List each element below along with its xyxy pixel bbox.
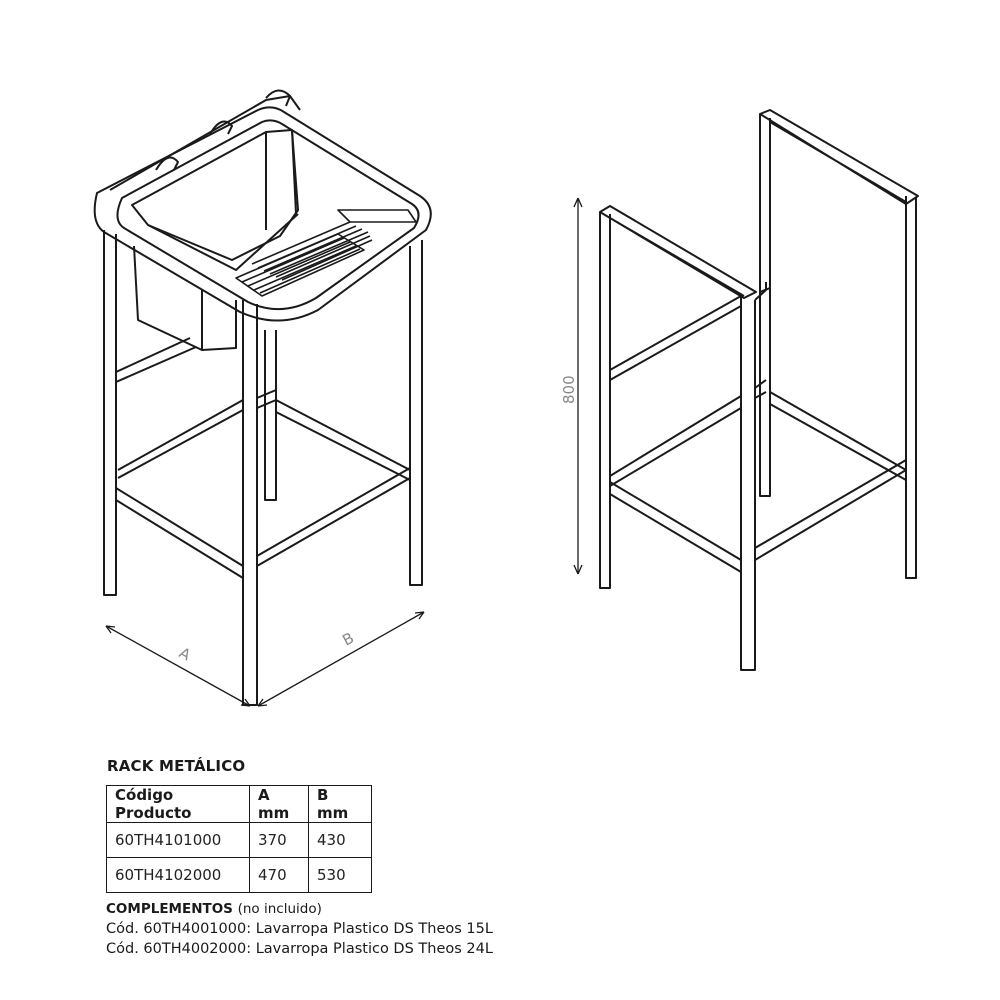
frame-top-back xyxy=(759,109,919,205)
table-row: 60TH4102000 470 530 xyxy=(106,857,372,893)
dimension-b xyxy=(257,611,425,707)
basin-rim-inner xyxy=(116,119,420,311)
rack-with-washtub xyxy=(93,89,432,706)
complement-item: Cód. 60TH4001000: Lavarropa Plastico DS … xyxy=(106,921,493,937)
header-codigo: Código Producto xyxy=(106,785,250,823)
leg-right xyxy=(409,240,423,586)
cell-a-mm: 470 xyxy=(249,857,309,893)
frame-top-front xyxy=(599,205,757,299)
leg-front xyxy=(242,300,258,706)
frame-mid-right xyxy=(754,379,767,399)
header-a-mm: A mm xyxy=(249,785,309,823)
cell-b-mm: 430 xyxy=(308,822,372,858)
rail-mid-left xyxy=(115,337,197,383)
leg-back xyxy=(264,330,277,501)
dimension-height-label: 800 xyxy=(560,375,578,404)
frame-upright-front-right xyxy=(740,296,756,671)
complements-section: COMPLEMENTOS (no incluido) Cód. 60TH4001… xyxy=(106,899,493,959)
rail-low-back xyxy=(275,399,411,481)
rail-low-left xyxy=(115,487,244,579)
rack-frame xyxy=(599,109,919,671)
rim-hook-1 xyxy=(155,156,179,171)
table-header-row: Código Producto A mm B mm xyxy=(106,785,372,823)
frame-upright-back-left xyxy=(759,114,771,497)
dimension-height xyxy=(573,197,583,575)
frame-upright-front-left xyxy=(599,212,611,589)
basin-rim-outer xyxy=(93,106,432,322)
cell-codigo: 60TH4101000 xyxy=(106,822,250,858)
cell-a-mm: 370 xyxy=(249,822,309,858)
rail-mid-back xyxy=(256,389,277,409)
dimension-a xyxy=(105,625,251,707)
technical-drawing: A B 800 xyxy=(93,89,919,707)
frame-upright-back-right xyxy=(905,196,917,579)
section-title: RACK METÁLICO xyxy=(107,757,246,775)
frame-mid-left xyxy=(609,295,742,381)
frame-low-front xyxy=(609,481,742,573)
frame-low-back xyxy=(769,391,907,481)
washboard xyxy=(235,209,417,297)
complements-title: COMPLEMENTOS (no incluido) xyxy=(106,899,493,919)
complement-item: Cód. 60TH4002000: Lavarropa Plastico DS … xyxy=(106,941,493,957)
leg-left xyxy=(103,230,117,596)
rail-mid-front xyxy=(117,399,244,479)
header-b-mm: B mm xyxy=(308,785,372,823)
frame-low-left xyxy=(609,395,742,487)
complements-heading: COMPLEMENTOS xyxy=(106,901,233,917)
complements-note: (no incluido) xyxy=(237,901,322,917)
frame-low-right xyxy=(754,459,907,561)
dimension-a-label: A xyxy=(176,644,194,665)
cell-b-mm: 530 xyxy=(308,857,372,893)
cell-codigo: 60TH4102000 xyxy=(106,857,250,893)
dimension-b-label: B xyxy=(339,629,357,650)
basin-wall xyxy=(131,129,299,261)
rail-low-right xyxy=(256,467,411,567)
spec-table: Código Producto A mm B mm 60TH4101000 37… xyxy=(106,785,372,893)
table-row: 60TH4101000 370 430 xyxy=(106,822,372,858)
